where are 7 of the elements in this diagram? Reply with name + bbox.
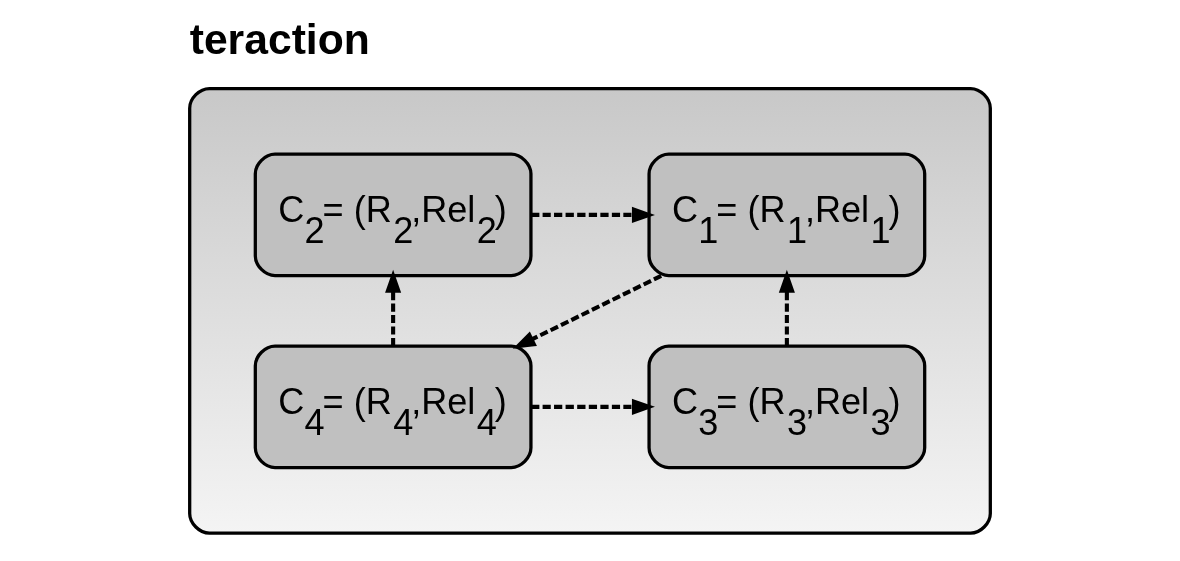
arrow (385, 269, 402, 347)
arrow (531, 398, 655, 415)
arrow (512, 274, 663, 349)
arrow (778, 269, 795, 347)
cluster (188, 86, 992, 535)
diagram-title: teraction (189, 14, 370, 63)
arrow (531, 206, 655, 223)
